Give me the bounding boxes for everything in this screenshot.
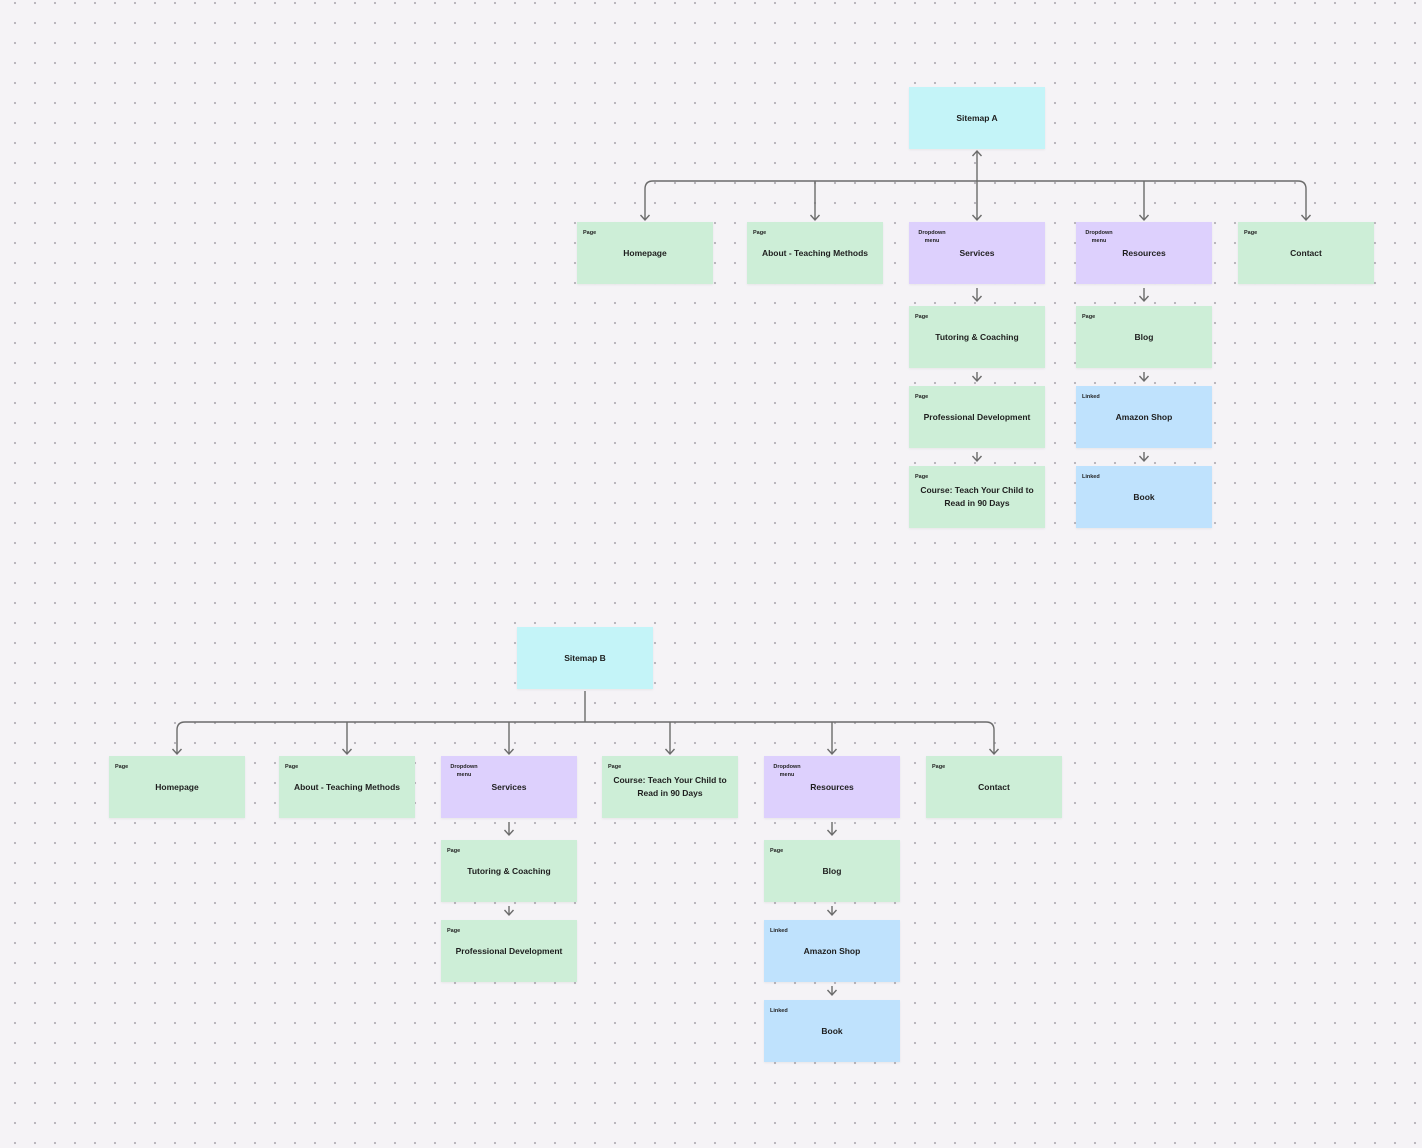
note-type-label: Linked (770, 928, 788, 934)
connector-branch (176, 721, 186, 754)
note-title: Homepage (155, 781, 199, 792)
note-title: About - Teaching Methods (761, 247, 869, 258)
note-type-label: Dropdown menu (1085, 230, 1113, 244)
arrowhead (826, 829, 838, 837)
arrowhead (809, 214, 821, 222)
note-title: Amazon Shop (803, 945, 861, 956)
note-type-label: Linked (1082, 474, 1100, 480)
note-title: Amazon Shop (1115, 411, 1173, 422)
note-type-label: Page (115, 764, 129, 770)
note-type-label: Page (915, 314, 929, 320)
note-title: Course: Teach Your Child to Read in 90 D… (920, 485, 1034, 508)
sitemap-b-root-node[interactable]: Sitemap B (517, 627, 653, 689)
note-title: Professional Development (455, 945, 563, 956)
note-type-label: Page (932, 764, 946, 770)
arrowhead (503, 748, 515, 756)
note-title: Homepage (623, 247, 667, 258)
arrowhead (171, 748, 183, 756)
arrowhead (826, 748, 838, 756)
note-type-label: Linked (1082, 394, 1100, 400)
note-title: Blog (822, 865, 842, 876)
note-title: Tutoring & Coaching (467, 865, 551, 876)
arrowhead (639, 214, 651, 222)
arrowhead (971, 295, 983, 303)
connector-branch (644, 180, 654, 220)
note-title: Services (959, 247, 995, 258)
arrowhead (341, 748, 353, 756)
arrowhead (988, 748, 1000, 756)
note-title: Professional Development (923, 411, 1031, 422)
note-title: Course: Teach Your Child to Read in 90 D… (613, 775, 727, 798)
arrowhead (1138, 295, 1150, 303)
note-type-label: Page (285, 764, 299, 770)
arrowhead (971, 149, 983, 157)
sitemap-a-root-node[interactable]: Sitemap A (909, 87, 1045, 149)
connector-branch (985, 721, 995, 754)
note-type-label: Page (447, 928, 461, 934)
note-type-label: Page (608, 764, 622, 770)
note-type-label: Page (583, 230, 597, 236)
arrowhead (664, 748, 676, 756)
note-title: Sitemap A (956, 112, 998, 123)
arrowhead (1138, 214, 1150, 222)
arrowhead (1138, 455, 1150, 463)
arrowhead (503, 909, 515, 917)
arrowhead (826, 989, 838, 997)
note-type-label: Page (753, 230, 767, 236)
note-title: Services (491, 781, 527, 792)
note-type-label: Page (1082, 314, 1096, 320)
note-title: Book (1133, 491, 1155, 502)
note-title: Sitemap B (564, 652, 606, 663)
arrowhead (503, 829, 515, 837)
note-type-label: Page (1244, 230, 1258, 236)
note-type-label: Dropdown menu (450, 764, 478, 778)
connector-branch (1297, 180, 1307, 220)
arrowhead (971, 214, 983, 222)
arrowhead (1138, 375, 1150, 383)
note-title: Book (821, 1025, 843, 1036)
note-title: Contact (1290, 247, 1322, 258)
arrowhead (1300, 214, 1312, 222)
arrowhead (971, 375, 983, 383)
note-type-label: Dropdown menu (918, 230, 946, 244)
arrowhead (826, 909, 838, 917)
note-title: Resources (1122, 247, 1166, 258)
note-type-label: Page (915, 474, 929, 480)
note-title: Blog (1134, 331, 1154, 342)
note-title: About - Teaching Methods (293, 781, 401, 792)
note-type-label: Dropdown menu (773, 764, 801, 778)
note-type-label: Page (447, 848, 461, 854)
note-title: Contact (978, 781, 1010, 792)
note-title: Resources (810, 781, 854, 792)
note-type-label: Linked (770, 1008, 788, 1014)
arrowhead (971, 455, 983, 463)
note-type-label: Page (915, 394, 929, 400)
note-title: Tutoring & Coaching (935, 331, 1019, 342)
note-type-label: Page (770, 848, 784, 854)
